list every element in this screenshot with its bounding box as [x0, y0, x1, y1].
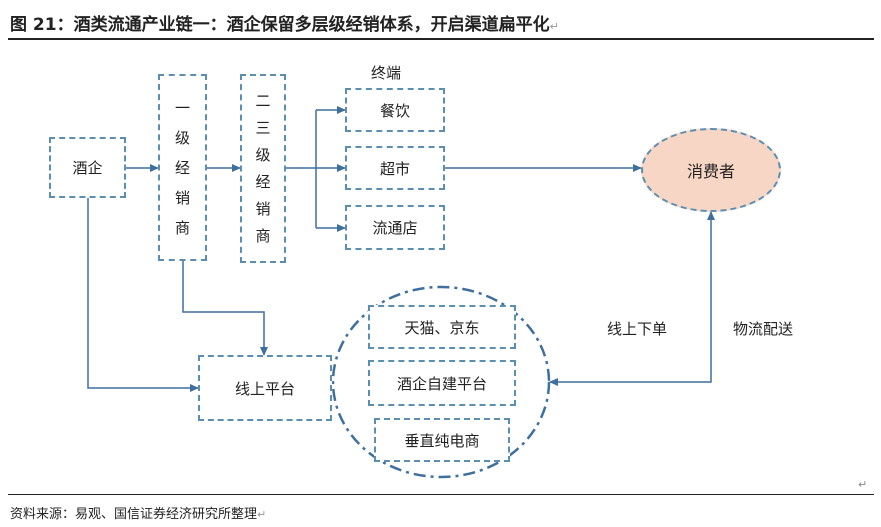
store-box: 流通店: [345, 205, 445, 250]
bottom-rule: [8, 494, 874, 495]
terminal-label: 终端: [371, 64, 402, 82]
ecommerce-circle: [331, 285, 551, 479]
supermarket-box: 超市: [345, 146, 445, 190]
source-note: 资料来源：易观、国信证券经济研究所整理↵: [10, 507, 267, 522]
winery-box: 酒企: [49, 137, 126, 198]
figure-title: 图 21：酒类流通产业链一：酒企保留多层级经销体系，开启渠道扁平化↵: [10, 15, 559, 35]
logistics-label: 物流配送: [733, 320, 794, 338]
top-rule: [8, 38, 874, 40]
vertical-ecommerce-box: 垂直纯电商: [374, 418, 510, 462]
paragraph-mark: ↵: [858, 478, 868, 491]
second-distributor-box: 二 三 级 经 销 商: [240, 74, 286, 263]
online-platform-box: 线上平台: [198, 355, 332, 421]
winery-platform-box: 酒企自建平台: [368, 360, 516, 406]
consumer-ellipse: 消费者: [641, 128, 781, 212]
tmall-jd-box: 天猫、京东: [368, 305, 516, 349]
online-order-label: 线上下单: [607, 320, 668, 338]
restaurant-box: 餐饮: [345, 88, 445, 132]
arrow-first-to-online: [182, 261, 268, 356]
first-distributor-box: 一 级 经 销 商: [158, 74, 207, 261]
arrow-consumer-ecommerce: [549, 211, 715, 386]
arrow-winery-to-online: [87, 198, 199, 392]
